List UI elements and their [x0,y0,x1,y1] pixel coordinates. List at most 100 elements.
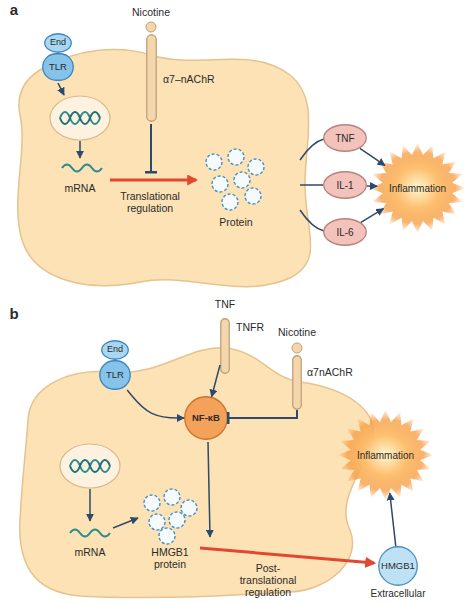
node-text: Inflammation [389,183,446,194]
translation-arrow [113,518,138,528]
arrow-connector [367,185,377,187]
secretion-line [300,184,323,186]
ligand-ellipse-shape [45,34,72,53]
node-text: HMGB1 [381,561,415,571]
cytokine-ellipse-shape [324,125,367,152]
dna-strand [70,460,110,472]
protein-molecule [234,172,250,188]
transcription-factor-circle-shape [185,397,228,440]
process-label: Post-translational regulation [229,562,307,598]
arrow-connector [361,209,384,223]
receptor-rod: α7nAChR [292,355,302,410]
protein-molecule [222,194,238,210]
node-text: α7–nAChR [163,74,215,86]
inflammation-burst-shape [370,143,465,233]
activation-arrow [208,442,210,537]
node-text: Inflammation [357,450,414,461]
secretion-arrow [200,548,374,563]
protein-molecule [206,154,222,170]
inflammation-burst-shape [338,410,433,500]
protein-molecule [212,176,228,192]
arrow-connector [212,365,220,397]
node-text: TNFR [236,322,264,334]
ligand-ellipse: End [101,340,129,360]
nucleus [60,444,120,488]
process-label: Translational regulation [111,190,189,214]
protein-circle: HMGB1Extracellular [378,546,418,586]
node-text: TLR [49,62,67,72]
protein-circle-shape [379,547,418,586]
protein-molecule [248,159,264,175]
cytokine-ellipse: IL-6 [323,218,367,246]
ligand-ellipse-shape [102,341,129,360]
translation-arrow [110,179,196,182]
arrow-connector [390,493,396,546]
node-text: TNF [335,133,354,144]
nicotine-ligand [146,22,156,32]
secretion-line [300,139,324,160]
cell-body [18,50,311,287]
node-text: IL-1 [336,180,353,191]
inflammation-burst: Inflammation [338,410,433,500]
receptor-rod-outline [146,34,157,122]
arrow-connector [360,148,385,165]
receptor-rod-shape [221,319,230,374]
receptor-rod: α7–nAChR [146,34,157,122]
inflammation-burst: Inflammation [370,143,465,233]
node-text: End [107,345,123,355]
protein-molecule [181,500,197,516]
transcription-factor-circle: NF-κB [184,396,228,440]
ligand-label: TNF [205,298,245,310]
receptor-capsule: TLR [99,360,131,390]
cytokine-ellipse: IL-1 [323,171,367,199]
receptor-capsule-shape [43,54,74,81]
molecule-label: mRNA [65,546,115,558]
node-text: IL-6 [336,227,353,238]
receptor-capsule-shape [100,361,131,390]
transcription-arrow [89,489,91,521]
transcription-arrow [79,141,81,158]
receptor-rod-outline [292,355,302,410]
arrow-connector [127,390,184,418]
node-text: α7nAChR [307,367,353,379]
inhibition-line [150,124,152,172]
panel-letter: a [4,1,24,18]
signal-arrow [58,83,64,95]
secretion-line [300,210,324,231]
molecule-label: HMGB1 protein [141,546,199,570]
molecule-label: mRNA [55,182,105,194]
nicotine-ligand [292,343,302,353]
receptor-rod-outline [220,318,230,374]
receptor-capsule: TLR [42,53,74,81]
protein-molecule [144,495,160,511]
receptor-rod-shape [147,35,157,122]
receptor-rod: TNFR [220,318,230,374]
mrna-strand [62,165,102,172]
cytokine-ellipse-shape [324,172,367,199]
dna-strand [60,112,100,124]
ligand-ellipse: End [44,33,72,53]
protein-molecule [159,528,175,544]
panel-letter: b [4,305,24,322]
ligand-label: Nicotine [262,326,332,338]
receptor-rod-shape [293,356,302,410]
node-text: TLR [106,370,124,380]
cytokine-ellipse: TNF [323,124,367,152]
node-text: Extracellular [370,588,425,599]
protein-molecule [164,489,180,505]
cytokine-ellipse-shape [324,219,367,246]
dna-strand [70,460,110,472]
inhibition-connector [228,410,297,418]
cell-body [20,348,373,598]
node-text: NF-κB [192,413,220,423]
mrna-strand [70,530,110,537]
protein-molecule [169,512,185,528]
molecule-label: Protein [206,216,266,228]
node-text: End [50,38,66,48]
protein-molecule [228,149,244,165]
nucleus [50,96,110,140]
dna-strand [60,112,100,124]
